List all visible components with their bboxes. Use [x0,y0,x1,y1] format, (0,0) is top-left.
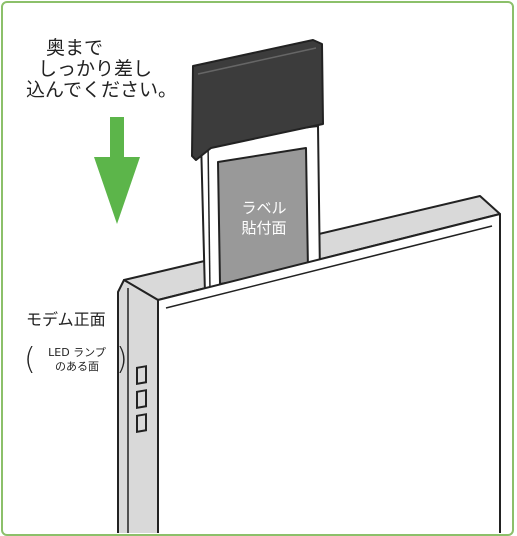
modem-front-label: モデム正面 [26,310,106,329]
instruction-line-2: しっかり差し [38,58,153,80]
card-cap-ridge [197,47,317,75]
card-cap [191,39,324,161]
modem-front-face [157,213,501,533]
left-paren: ( [24,342,36,377]
led-note-line-2: のある面 [55,360,99,373]
instruction-line-1: 奥まで [46,37,104,59]
insert-instruction: 奥まで しっかり差し 込んでください。 [22,38,212,101]
instruction-line-3: 込んでください。 [26,79,178,101]
led-note: LED ランプ のある面 [34,346,120,374]
modem-front-bevel [165,225,493,309]
card-label-line-1: ラベル [241,199,287,217]
led-lamp-icon [136,365,147,434]
card-edge-line [207,141,211,293]
led-note-line-1: LED ランプ [48,346,106,359]
down-arrow-icon [94,117,140,224]
card-label-text: ラベル 貼付面 [218,198,310,238]
right-paren: ) [116,342,128,377]
card-label-line-2: 貼付面 [241,219,287,237]
